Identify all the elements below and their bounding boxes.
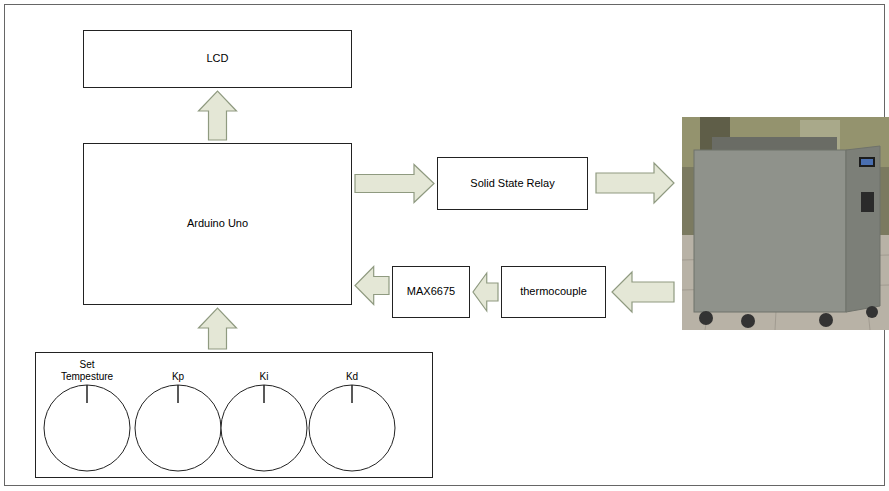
- knob: Kd: [308, 353, 396, 477]
- knob-pointer: [351, 385, 353, 403]
- knob-label: Set Tempesture: [54, 359, 120, 382]
- box-label: thermocouple: [518, 285, 589, 298]
- knob-symbol: [220, 384, 308, 472]
- box-label: MAX6675: [405, 285, 457, 298]
- box-label: Solid State Relay: [468, 177, 556, 190]
- display: [859, 157, 875, 167]
- wheel: [741, 314, 755, 328]
- oven-photo: [682, 117, 889, 330]
- wheel: [699, 311, 713, 325]
- knob-circle: [135, 385, 221, 471]
- wheel: [866, 306, 878, 318]
- knob-label: Ki: [231, 371, 297, 383]
- controller-box: Arduino Uno: [83, 143, 352, 305]
- knob-symbol: [134, 384, 222, 472]
- lcd-box: LCD: [83, 30, 352, 88]
- controller-box: [861, 192, 874, 212]
- block-arrow: [199, 91, 237, 140]
- knob-pointer: [177, 385, 179, 403]
- block-arrow: [596, 163, 674, 203]
- box-label: LCD: [204, 52, 230, 65]
- frame: [5, 5, 885, 486]
- knob-pointer: [86, 385, 88, 403]
- knob: Kp: [134, 353, 222, 477]
- relay-box: Solid State Relay: [437, 157, 588, 210]
- knob-panel: Set TempestureKp Ki Kd: [35, 352, 433, 478]
- knob-symbol: [308, 384, 396, 472]
- sensor-box: thermocouple: [501, 266, 606, 318]
- knob-symbol: [43, 384, 131, 472]
- cabinet-front: [694, 150, 846, 312]
- knob: Ki: [220, 353, 308, 477]
- knob-circle: [44, 385, 130, 471]
- box-label: Arduino Uno: [185, 217, 250, 230]
- block-arrow: [355, 165, 434, 203]
- block-arrow: [473, 273, 498, 311]
- knob-pointer: [263, 385, 265, 403]
- cabinet-side: [846, 146, 880, 312]
- knob-label: Kd: [319, 371, 385, 383]
- knob: Set Tempesture: [43, 353, 131, 477]
- converter-box: MAX6675: [392, 266, 470, 318]
- knob-circle: [221, 385, 307, 471]
- display-screen: [861, 159, 873, 165]
- knob-label: Kp: [145, 371, 211, 383]
- block-arrow: [199, 308, 237, 349]
- knob-circle: [309, 385, 395, 471]
- photo-background: [682, 117, 889, 330]
- wheel: [819, 313, 833, 327]
- block-arrow: [612, 272, 674, 312]
- block-arrow: [355, 267, 389, 305]
